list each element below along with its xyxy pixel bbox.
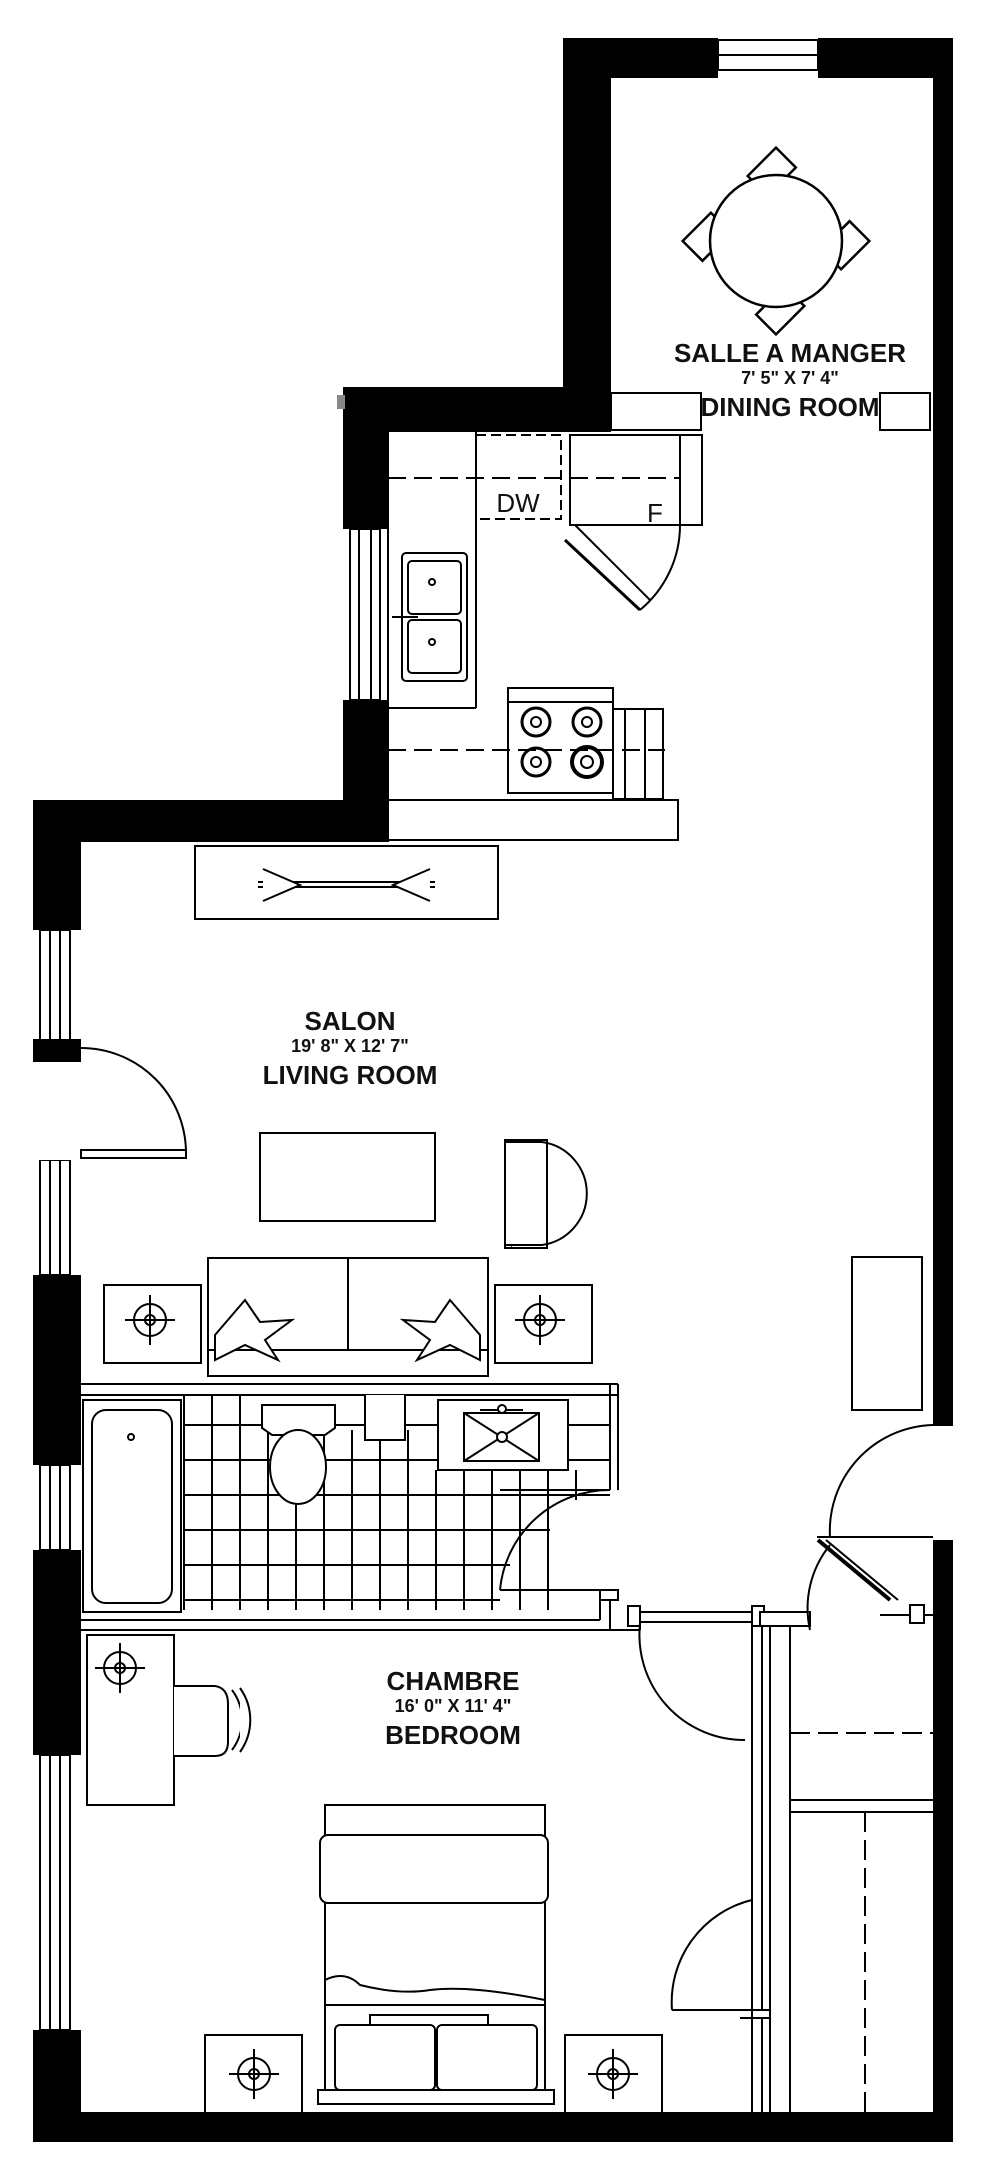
nightstand-right [564,2034,663,2114]
side-table-right [494,1284,593,1364]
coffee-table [259,1132,436,1222]
dishwasher-label: DW [496,488,540,518]
hall-and-closets [627,1424,934,2112]
bed [317,1804,555,2105]
desk-chair [174,1685,252,1757]
bedroom-furniture [86,1634,663,2114]
entry-door [33,1039,187,1160]
bedroom-name-fr: CHAMBRE [387,1666,520,1696]
bathroom-vanity [437,1399,569,1471]
fridge-label: F [647,498,663,528]
living-name-fr: SALON [305,1006,396,1036]
partitions [610,392,931,431]
living-name-en: LIVING ROOM [263,1060,438,1090]
exterior-walls [33,38,953,2142]
nightstand-left [204,2034,303,2114]
dining-dims: 7' 5" X 7' 4" [741,368,839,388]
room-labels: SALLE A MANGER 7' 5" X 7' 4" DINING ROOM… [263,338,907,1750]
windows [39,39,819,2031]
bedroom-name-en: BEDROOM [385,1720,521,1750]
living-dims: 19' 8" X 12' 7" [291,1036,409,1056]
armchair [504,1139,588,1249]
toilet [261,1404,336,1505]
bedroom-dims: 16' 0" X 11' 4" [395,1696,512,1716]
bathroom [81,1383,641,1631]
dining-table-set [680,145,872,337]
living-room-furniture [103,845,923,1411]
storage-cabinet [851,1256,923,1411]
dishwasher [475,434,562,520]
dining-name-fr: SALLE A MANGER [674,338,906,368]
kitchen [387,430,703,842]
side-table-left [103,1284,202,1364]
dining-name-en: DINING ROOM [700,392,879,422]
